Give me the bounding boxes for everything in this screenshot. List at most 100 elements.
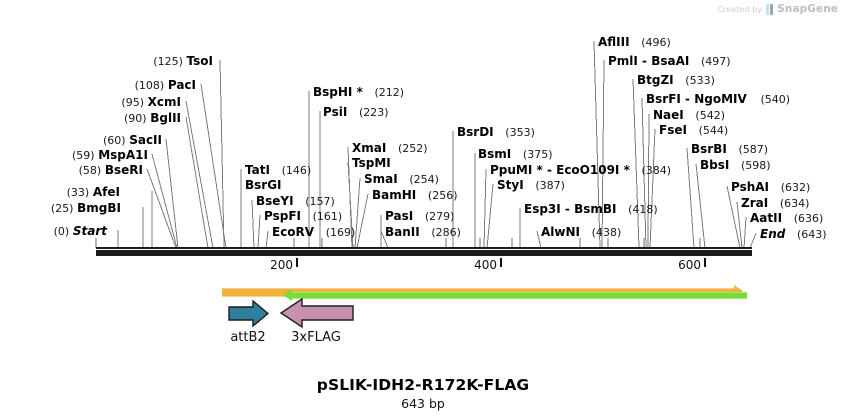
leader-ecorv <box>265 230 269 249</box>
leader-aatii <box>743 216 747 249</box>
green-feature-track[interactable] <box>292 292 747 299</box>
site-name: PasI <box>385 209 414 223</box>
site-position: (598) <box>741 159 771 172</box>
site-position: (90) <box>123 112 147 125</box>
site-label-bmgbi[interactable]: (25) BmgBI <box>0 202 121 215</box>
site-label-tspmi[interactable]: TspMI <box>352 157 391 169</box>
site-position: (125) <box>153 55 183 68</box>
site-label-pasi[interactable]: PasI (279) <box>385 210 454 223</box>
site-position: (384) <box>641 164 672 177</box>
site-label-xmai[interactable]: XmaI (252) <box>352 142 428 155</box>
ruler-tick-400 <box>500 258 502 267</box>
site-position: (544) <box>698 124 729 137</box>
site-position: (223) <box>358 106 389 119</box>
site-label-end[interactable]: End (643) <box>760 228 827 241</box>
site-label-paci[interactable]: (108) PacI <box>0 79 196 92</box>
site-label-banii[interactable]: BanII (286) <box>385 226 461 239</box>
site-label-tati[interactable]: TatI (146) <box>245 164 311 177</box>
site-name: BsmI <box>478 147 512 161</box>
site-name: BanII <box>385 225 420 239</box>
site-label-bseri[interactable]: (58) BseRI <box>0 164 143 177</box>
attb2-arrow-icon[interactable] <box>228 299 270 330</box>
feature-attb2[interactable] <box>228 299 270 334</box>
site-label-naei[interactable]: NaeI (542) <box>653 109 725 122</box>
site-label-bsphi[interactable]: BspHI * (212) <box>313 86 404 99</box>
site-label-bsmi[interactable]: BsmI (375) <box>478 148 553 161</box>
site-label-btgzi[interactable]: BtgZI (533) <box>637 74 715 87</box>
site-name: BtgZI <box>637 73 674 87</box>
site-name: BmgBI <box>77 201 121 215</box>
site-name: TspMI <box>352 156 391 170</box>
site-name: MspA1I <box>98 148 148 162</box>
site-label-aatii[interactable]: AatII (636) <box>750 212 823 225</box>
site-label-esp3i-bsmbi[interactable]: Esp3I - BsmBI (418) <box>524 203 658 216</box>
site-label-bsrbi[interactable]: BsrBI (587) <box>691 143 768 156</box>
leader-end <box>749 232 757 249</box>
site-label-afliii[interactable]: AflIII (496) <box>598 36 671 49</box>
site-name: AlwNI <box>541 225 580 239</box>
site-label-zrai[interactable]: ZraI (634) <box>741 197 809 210</box>
site-label-afei[interactable]: (33) AfeI <box>0 186 120 199</box>
site-label-bseyi[interactable]: BseYI (157) <box>256 195 335 208</box>
site-position: (157) <box>305 195 335 208</box>
site-name: BglII <box>150 111 181 125</box>
site-label-bsrfi-ngomiv[interactable]: BsrFI - NgoMIV (540) <box>646 93 790 106</box>
site-label-sacii[interactable]: (60) SacII <box>0 134 162 147</box>
site-position: (25) <box>50 202 74 215</box>
site-position: (60) <box>102 134 126 147</box>
snapgene-logo-icon <box>766 3 774 15</box>
site-label-styi[interactable]: StyI (387) <box>497 179 565 192</box>
site-name: XmaI <box>352 141 387 155</box>
site-name: NaeI <box>653 108 684 122</box>
site-label-ppumi-ecoo109i[interactable]: PpuMI * - EcoO109I * (384) <box>490 164 671 177</box>
site-label-alwni[interactable]: AlwNI (438) <box>541 226 621 239</box>
feature-label-attb2: attB2 <box>230 330 266 345</box>
site-position: (0) <box>53 225 70 238</box>
sequence-backbone-shadow <box>96 247 752 249</box>
site-label-bglii[interactable]: (90) BglII <box>0 112 181 125</box>
feature-3xflag[interactable] <box>278 297 356 334</box>
site-label-bamhi[interactable]: BamHI (256) <box>372 189 458 202</box>
leader-naei <box>647 113 650 249</box>
site-position: (542) <box>695 109 725 122</box>
orange-track-arrowhead-icon <box>734 285 743 297</box>
leader-pmli <box>601 59 605 249</box>
site-label-bsrgi[interactable]: BsrGI <box>245 179 282 191</box>
site-label-mspa1i[interactable]: (59) MspA1I <box>0 149 148 162</box>
site-label-bsrdi[interactable]: BsrDI (353) <box>457 126 535 139</box>
site-name: PmlI - BsaAI <box>608 54 690 68</box>
leader-bamhi <box>356 193 369 249</box>
site-position: (533) <box>685 74 715 87</box>
site-position: (387) <box>535 179 565 192</box>
site-label-bbsi[interactable]: BbsI (598) <box>700 159 771 172</box>
site-label-tsoi[interactable]: (125) TsoI <box>0 55 213 68</box>
site-name: BsrFI - NgoMIV <box>646 92 747 106</box>
site-position: (587) <box>738 143 769 156</box>
site-name: Esp3I - BsmBI <box>524 202 617 216</box>
site-label-pmli-bsaai[interactable]: PmlI - BsaAI (497) <box>608 55 731 68</box>
site-label-xcmi[interactable]: (95) XcmI <box>0 96 181 109</box>
site-name: BseRI <box>104 163 143 177</box>
site-position: (496) <box>641 36 671 49</box>
site-label-pspfi[interactable]: PspFI (161) <box>264 210 342 223</box>
site-name: SmaI <box>364 172 398 186</box>
site-name: AfeI <box>92 185 120 199</box>
site-label-pshai[interactable]: PshAI (632) <box>731 181 810 194</box>
leader-afliii <box>593 40 601 249</box>
site-name: Start <box>72 224 107 238</box>
site-position: (58) <box>78 164 102 177</box>
site-label-start[interactable]: (0) Start <box>0 225 107 238</box>
site-name: End <box>760 227 786 241</box>
sequence-backbone[interactable] <box>96 250 752 256</box>
site-label-psii[interactable]: PsiI (223) <box>323 106 389 119</box>
flag-arrow-icon[interactable] <box>278 297 356 330</box>
feature-label-3xflag: 3xFLAG <box>291 330 341 345</box>
leader-bglii <box>185 116 209 249</box>
site-label-ecorv[interactable]: EcoRV (169) <box>272 226 355 239</box>
site-position: (634) <box>779 197 810 210</box>
leader-sacii <box>165 138 179 249</box>
site-name: PspFI <box>264 209 301 223</box>
site-label-fsei[interactable]: FseI (544) <box>659 124 728 137</box>
site-label-smai[interactable]: SmaI (254) <box>364 173 439 186</box>
ruler-label-200: 200 <box>270 258 293 272</box>
